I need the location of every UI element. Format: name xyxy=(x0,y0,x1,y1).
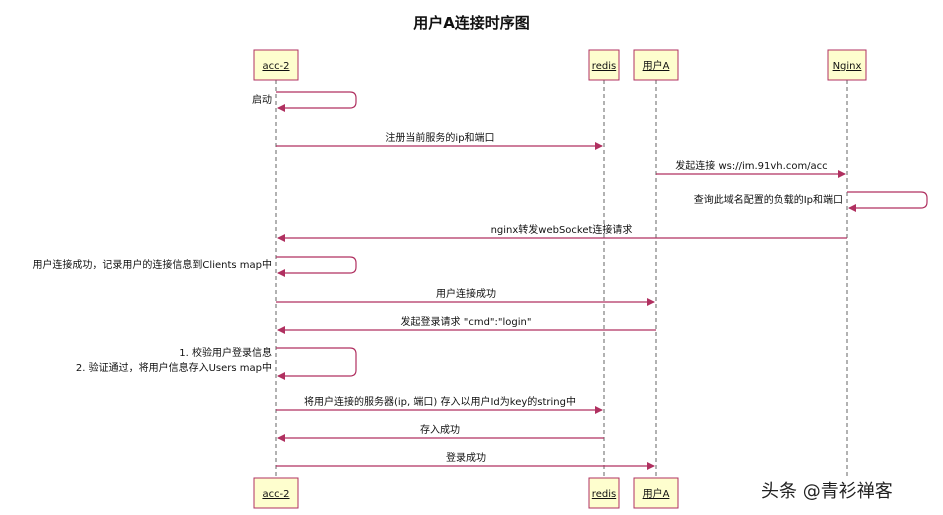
watermark: 头条 @青衫禅客 xyxy=(757,477,897,503)
message-label-7: 用户连接成功 xyxy=(436,287,496,300)
participant-acc-label: acc-2 xyxy=(262,61,289,72)
participant-bottom-redis-label: redis xyxy=(592,489,616,500)
self-message-label2-9: 2. 验证通过，将用户信息存入Users map中 xyxy=(76,361,272,374)
participant-bottom-userA-label: 用户A xyxy=(643,487,670,500)
self-message-label-4: 查询此域名配置的负载的Ip和端口 xyxy=(694,193,843,206)
diagram-title: 用户A连接时序图 xyxy=(413,14,530,32)
self-message-label-1: 启动 xyxy=(252,93,272,106)
message-label-5: nginx转发webSocket连接请求 xyxy=(491,223,633,236)
participant-nginx-label: Nginx xyxy=(833,61,862,72)
message-label-11: 存入成功 xyxy=(420,423,460,436)
participant-acc-box xyxy=(253,49,299,81)
participant-userA-box xyxy=(633,49,679,81)
message-label-3: 发起连接 ws://im.91vh.com/acc xyxy=(675,159,827,172)
self-message-arrow-4 xyxy=(847,191,928,212)
self-message-arrow-9 xyxy=(276,347,357,380)
participant-redis-label: redis xyxy=(592,61,616,72)
participant-bottom-acc-label: acc-2 xyxy=(262,489,289,500)
participant-nginx-box xyxy=(827,49,867,81)
participant-redis-box xyxy=(588,49,620,81)
message-label-12: 登录成功 xyxy=(446,451,486,464)
participant-bottom-userA-box xyxy=(633,477,679,509)
participant-bottom-acc-box xyxy=(253,477,299,509)
self-message-arrow-6 xyxy=(276,256,357,277)
message-label-8: 发起登录请求 "cmd":"login" xyxy=(401,315,532,328)
self-message-label-9: 1. 校验用户登录信息 xyxy=(179,346,272,359)
self-message-arrow-1 xyxy=(276,91,357,112)
message-label-10: 将用户连接的服务器(ip, 端口) 存入以用户Id为key的string中 xyxy=(304,395,576,408)
message-label-2: 注册当前服务的ip和端口 xyxy=(385,131,494,144)
participant-bottom-redis-box xyxy=(588,477,620,509)
self-message-label-6: 用户连接成功，记录用户的连接信息到Clients map中 xyxy=(32,258,272,271)
participant-userA-label: 用户A xyxy=(643,59,670,72)
